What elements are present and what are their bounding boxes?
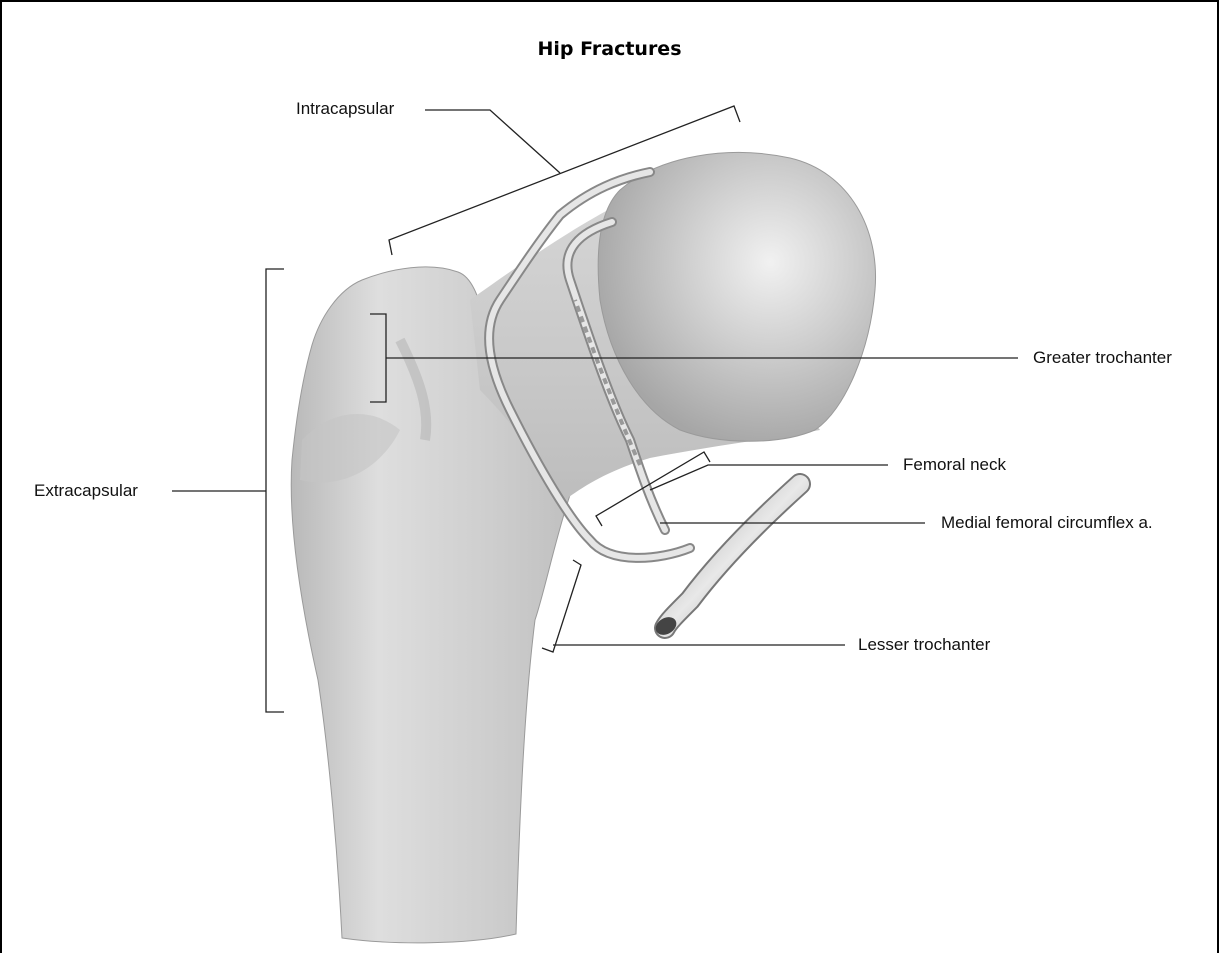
- label-extracapsular: Extracapsular: [34, 481, 138, 501]
- label-femoral-neck: Femoral neck: [903, 455, 1006, 475]
- extracapsular-bracket: [266, 269, 284, 712]
- femoral-neck-leader: [650, 465, 888, 490]
- label-greater-trochanter: Greater trochanter: [1033, 348, 1172, 368]
- label-medial-femoral-circumflex: Medial femoral circumflex a.: [941, 513, 1153, 533]
- femur-bone: [291, 153, 875, 943]
- label-lesser-trochanter: Lesser trochanter: [858, 635, 990, 655]
- intracapsular-leader: [425, 110, 560, 173]
- label-intracapsular: Intracapsular: [296, 99, 394, 119]
